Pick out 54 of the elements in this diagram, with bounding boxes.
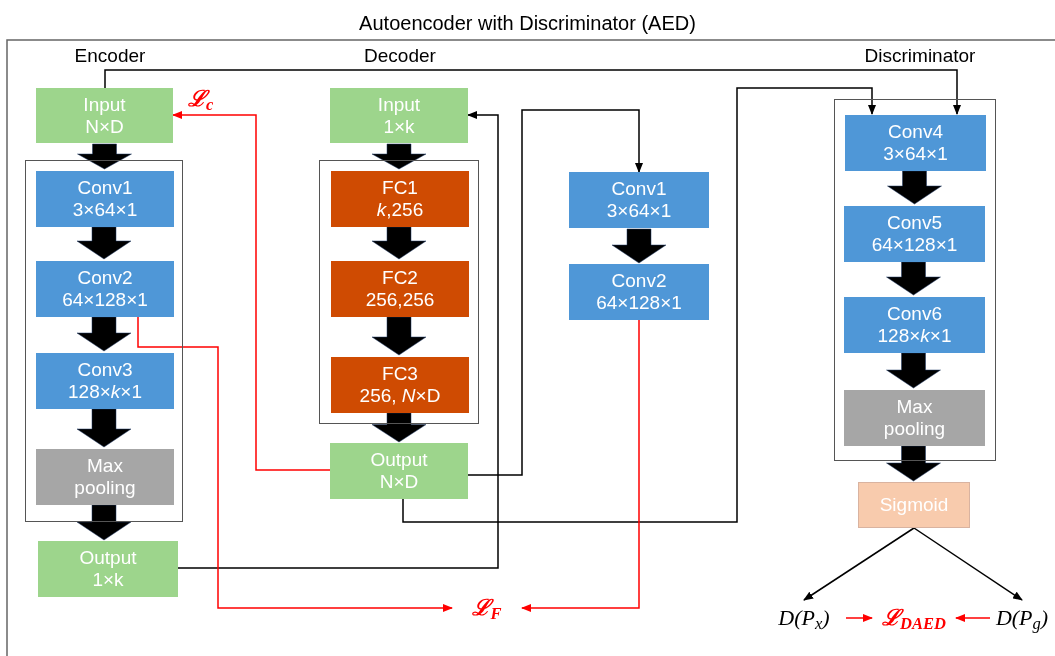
block-arrow <box>76 408 132 448</box>
block-arrow <box>887 170 942 205</box>
math-label: D(P$_{g}$) <box>990 600 1054 636</box>
arrow <box>803 527 915 601</box>
arrow <box>172 111 331 471</box>
block-arrow <box>611 228 667 264</box>
layer-box: Input 1×k <box>330 88 468 143</box>
section-heading: Decoder <box>363 44 437 68</box>
block-arrow <box>76 316 132 352</box>
conv-layer-box: Conv2 64×128×1 <box>569 264 709 320</box>
conv-layer-box: Conv5 64×128×1 <box>844 206 985 262</box>
arrow <box>845 614 873 622</box>
block-arrow <box>371 226 427 260</box>
layer-box: Input N×D <box>36 88 173 143</box>
section-heading: Encoder <box>73 44 147 68</box>
arrow <box>955 614 991 622</box>
conv-layer-box: Conv3 128×k×1 <box>36 353 174 409</box>
block-arrow <box>77 143 132 170</box>
block-arrow <box>371 143 427 170</box>
block-arrow <box>886 352 941 389</box>
arrow <box>177 111 499 569</box>
group-frame <box>319 160 479 424</box>
conv-layer-box: Conv4 3×64×1 <box>845 115 986 171</box>
pooling-box: Max pooling <box>844 390 985 446</box>
math-label: D(P$_{x}$) <box>762 600 846 636</box>
sigmoid-box: Sigmoid <box>858 482 970 528</box>
conv-layer-box: Conv1 3×64×1 <box>569 172 709 228</box>
conv-layer-box: Conv1 3×64×1 <box>36 171 174 227</box>
arrow <box>467 109 643 476</box>
edge-label: ℒ$_{c}$ <box>186 88 216 110</box>
block-arrow <box>886 445 941 482</box>
arrow <box>402 87 876 523</box>
block-arrow <box>886 261 941 296</box>
layer-box: Output 1×k <box>38 541 178 597</box>
group-frame <box>25 160 183 522</box>
diagram-title: Autoencoder with Discriminator (AED) <box>358 11 697 36</box>
arrow <box>521 319 640 612</box>
loss-label: ℒ$_{F}$ <box>452 590 522 626</box>
section-heading: Discriminator <box>863 44 977 68</box>
arrow <box>913 527 1023 601</box>
layer-box: Output N×D <box>330 443 468 499</box>
conv-layer-box: Conv6 128×k×1 <box>844 297 985 353</box>
fc-layer-box: FC2 256,256 <box>331 261 469 317</box>
arrow <box>104 69 961 115</box>
fc-layer-box: FC1 k,256 <box>331 171 469 227</box>
block-arrow <box>371 316 427 356</box>
conv-layer-box: Conv2 64×128×1 <box>36 261 174 317</box>
arrow <box>137 315 453 612</box>
group-frame <box>834 99 996 461</box>
fc-layer-box: FC3 256, N×D <box>331 357 469 413</box>
pooling-box: Max pooling <box>36 449 174 505</box>
block-arrow <box>76 504 132 541</box>
block-arrow <box>371 412 427 443</box>
block-arrow <box>76 226 132 260</box>
